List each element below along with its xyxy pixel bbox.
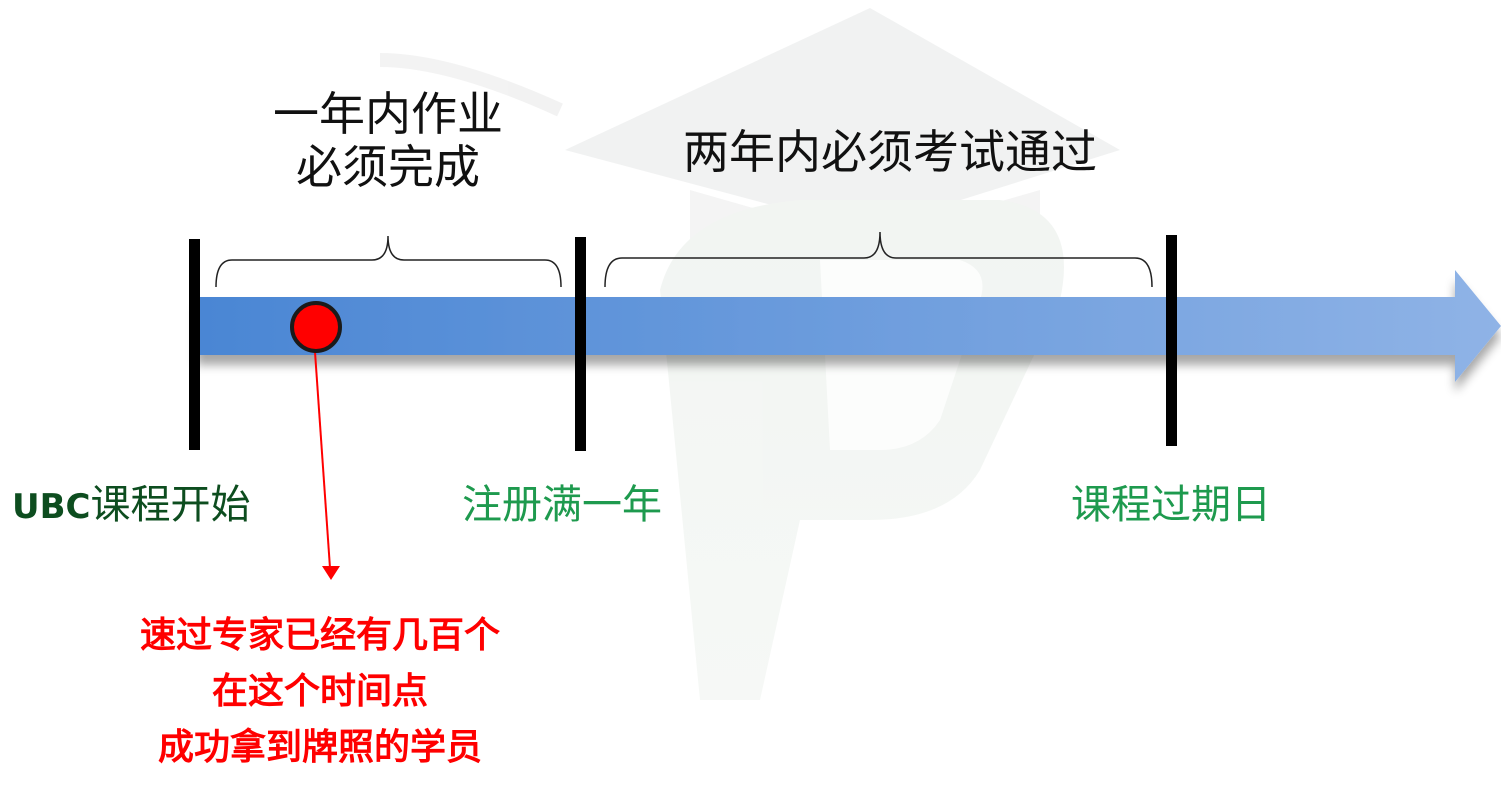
- label-course-start-text: 课程开始: [90, 482, 251, 528]
- label-year-one-line-2: 必须完成: [296, 139, 480, 194]
- annotation-line-2: 在这个时间点: [211, 671, 428, 712]
- milestone-marker-start: [189, 239, 200, 450]
- milestone-marker-expiry: [1166, 235, 1177, 446]
- milestone-marker-one-year: [575, 237, 586, 451]
- label-course-start: UBC课程开始: [12, 482, 250, 528]
- brace-year-two: [604, 231, 1153, 288]
- label-course-start-prefix: UBC: [12, 487, 91, 527]
- brace-year-one: [215, 235, 562, 288]
- pointer-arrowhead: [322, 566, 340, 580]
- label-year-two-requirement: 两年内必须考试通过: [683, 125, 1097, 179]
- pointer-line: [314, 351, 331, 569]
- current-point-marker: [290, 301, 342, 353]
- annotation-note: 速过专家已经有几百个 在这个时间点 成功拿到牌照的学员: [110, 608, 530, 776]
- label-year-one-line-1: 一年内作业: [273, 87, 503, 141]
- annotation-line-3: 成功拿到牌照的学员: [157, 727, 482, 768]
- label-one-year: 注册满一年: [462, 482, 662, 528]
- label-year-one-requirement: 一年内作业 必须完成: [218, 88, 558, 194]
- annotation-line-1: 速过专家已经有几百个: [139, 615, 500, 656]
- label-expiry: 课程过期日: [1071, 482, 1271, 528]
